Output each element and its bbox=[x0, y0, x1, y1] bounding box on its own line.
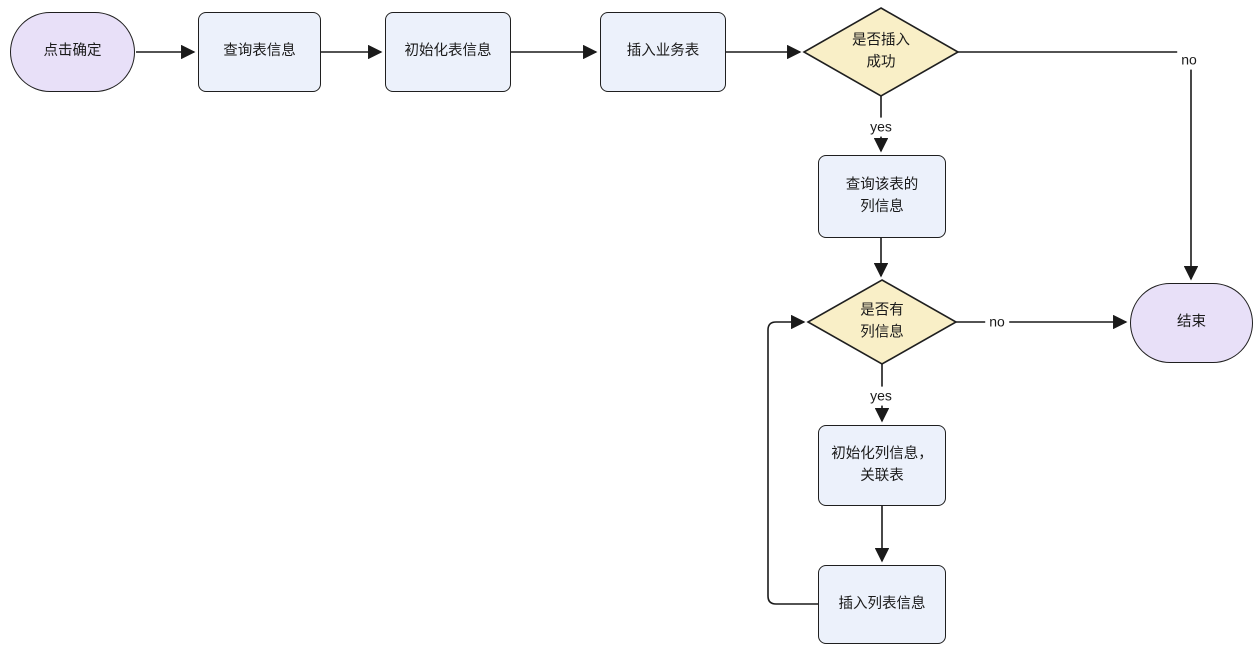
process-insert-columns: 插入列表信息 bbox=[818, 565, 946, 644]
process-insert-business-table: 插入业务表 bbox=[600, 12, 726, 92]
edge-label-insert-success-no: no bbox=[1177, 50, 1201, 70]
decision-insert-success-label: 是否插入 成功 bbox=[852, 32, 910, 70]
decision-has-columns-label: 是否有 列信息 bbox=[860, 302, 904, 340]
process-init-table: 初始化表信息 bbox=[385, 12, 511, 92]
process-init-columns: 初始化列信息， 关联表 bbox=[818, 425, 946, 506]
process-query-table: 查询表信息 bbox=[198, 12, 321, 92]
edge-insert-columns-loop-to-has-columns bbox=[767, 314, 818, 605]
start-node: 点击确定 bbox=[10, 12, 135, 92]
edge-label-insert-success-yes: yes bbox=[866, 117, 896, 137]
edge-label-has-columns-yes: yes bbox=[866, 386, 896, 406]
edge-insert-success-no-to-end bbox=[958, 51, 1199, 281]
process-query-columns: 查询该表的 列信息 bbox=[818, 155, 946, 238]
edge-label-has-columns-no: no bbox=[985, 312, 1009, 332]
end-node: 结束 bbox=[1130, 283, 1253, 363]
